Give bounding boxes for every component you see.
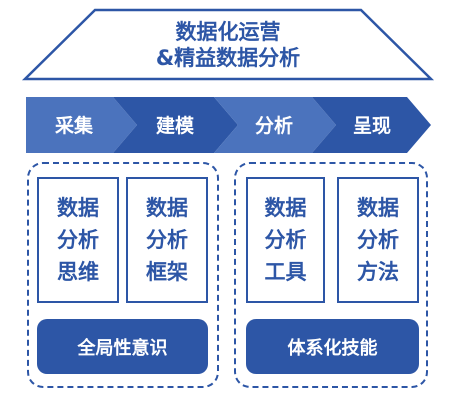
card-analysis-thinking: 数据 分析 思维 [37, 177, 119, 303]
card-analysis-tools: 数据 分析 工具 [246, 177, 325, 303]
step-arrow-present [312, 97, 431, 153]
card-line: 数据 [264, 196, 307, 220]
card-line: 方法 [357, 260, 399, 284]
card-line: 分析 [146, 228, 188, 252]
card-line: 分析 [57, 228, 99, 252]
card-line: 分析 [357, 228, 399, 252]
roof-trapezoid [21, 8, 435, 81]
foundation-systematic-skills: 体系化技能 [246, 319, 419, 374]
card-line: 数据 [357, 196, 399, 220]
right-pillar-frame [234, 162, 428, 388]
foundation-global-awareness: 全局性意识 [37, 319, 208, 374]
card-line: 框架 [146, 260, 188, 284]
roof-title-line2: &精益数据分析 [155, 46, 301, 70]
card-analysis-methods: 数据 分析 方法 [337, 177, 419, 303]
step-label-present: 呈现 [353, 115, 391, 137]
step-arrow-collect [26, 97, 137, 153]
card-line: 数据 [57, 196, 99, 220]
step-label-model: 建模 [156, 114, 195, 137]
process-chevron-band: 采集 建模 分析 呈现 [26, 97, 431, 153]
card-line: 数据 [146, 196, 188, 220]
roof-title-line1: 数据化运营 [175, 20, 281, 44]
step-arrow-analyze [214, 97, 336, 153]
card-line: 思维 [57, 260, 99, 284]
card-line: 工具 [264, 260, 307, 284]
step-label-collect: 采集 [55, 114, 94, 137]
card-line: 分析 [264, 228, 307, 252]
left-pillar-frame [27, 162, 219, 388]
card-analysis-framework: 数据 分析 框架 [126, 177, 208, 303]
step-arrow-model [113, 97, 238, 153]
step-label-analyze: 分析 [255, 114, 293, 137]
